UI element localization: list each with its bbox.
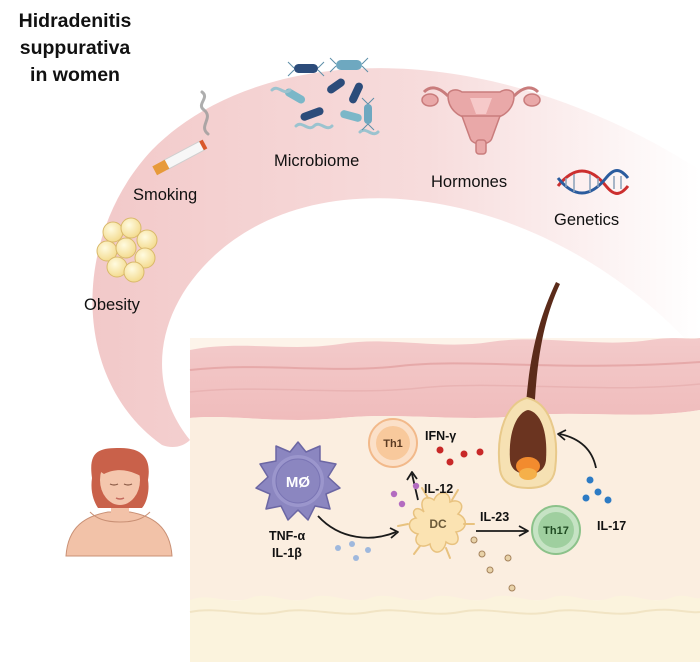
- label-microbiome: Microbiome: [274, 152, 360, 170]
- label-ifn-gamma: IFN-γ: [425, 429, 457, 443]
- risk-factor-arc: [92, 68, 700, 448]
- label-smoking: Smoking: [133, 186, 198, 204]
- label-genetics: Genetics: [554, 211, 620, 229]
- label-il-1-beta: IL-1β: [272, 546, 302, 560]
- dendritic-cell: [397, 487, 475, 559]
- th1-cell: [368, 418, 418, 468]
- title-line-2: suppurativa: [19, 37, 131, 59]
- th17-label: Th17: [543, 525, 569, 537]
- macrophage-label: MØ: [286, 474, 310, 491]
- cigarette-illustration: [152, 90, 210, 176]
- uterus-illustration: [421, 86, 541, 155]
- label-tnf-alpha: TNF-α: [269, 529, 306, 543]
- th17-cell: [531, 505, 581, 555]
- woman-avatar: [65, 448, 173, 557]
- label-il-17: IL-17: [597, 519, 627, 533]
- label-il-12: IL-12: [424, 482, 454, 496]
- hair-follicle: [498, 282, 560, 490]
- label-obesity: Obesity: [84, 296, 140, 314]
- dendritic-cell-label: DC: [429, 517, 447, 531]
- cytokine-dots: [335, 446, 612, 592]
- title-line-1: Hidradenitis: [18, 10, 132, 32]
- arrow-macrophage-to-dc: [317, 515, 397, 539]
- label-hormones: Hormones: [431, 173, 508, 191]
- fat-cells-illustration: [96, 217, 158, 283]
- subcutis-layer: [190, 595, 700, 662]
- diagram-title: Hidradenitis suppurativa in women: [0, 8, 150, 89]
- dna-illustration: [556, 169, 630, 195]
- label-il-23: IL-23: [480, 510, 510, 524]
- th1-label: Th1: [383, 438, 403, 450]
- title-line-3: in women: [30, 64, 120, 86]
- bacteria-illustration: [270, 57, 380, 136]
- hair-shaft: [525, 282, 560, 420]
- epidermis-layer: [190, 338, 700, 420]
- macrophage-cell: [255, 441, 341, 521]
- arrow-il17-to-follicle: [559, 433, 597, 469]
